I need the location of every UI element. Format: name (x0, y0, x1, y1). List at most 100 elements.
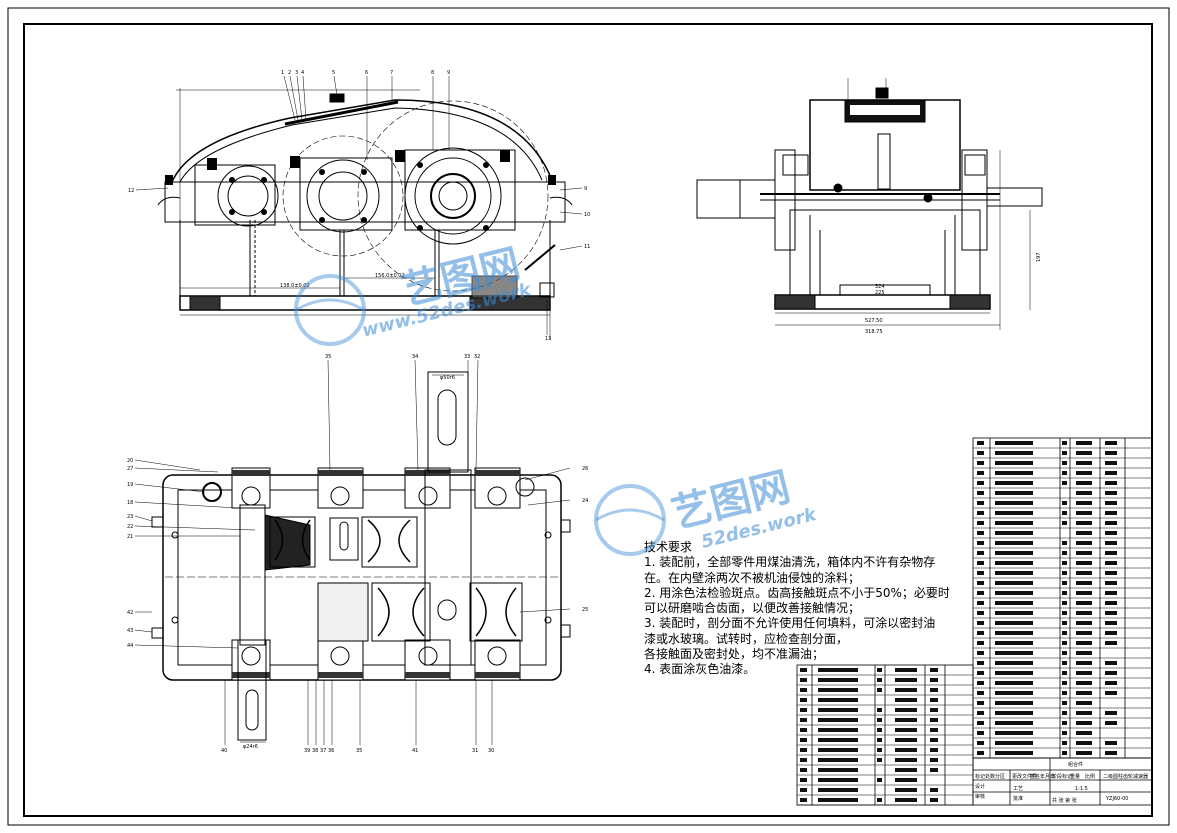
illegible-cell-mark (1076, 481, 1092, 485)
illegible-cell-mark (1076, 621, 1092, 625)
illegible-cell-mark (1062, 511, 1067, 515)
illegible-cell-mark (1105, 601, 1117, 605)
illegible-cell-mark (818, 738, 858, 742)
illegible-cell-mark (1105, 741, 1117, 745)
illegible-cell-mark (995, 581, 1033, 585)
illegible-cell-mark (995, 561, 1033, 565)
illegible-cell-mark (930, 798, 938, 802)
illegible-cell-mark (1076, 721, 1092, 725)
illegible-cell-mark (995, 671, 1033, 675)
illegible-cell-mark (995, 681, 1033, 685)
notes-line: 在。在内壁涂两次不被机油侵蚀的涂料； (644, 571, 979, 586)
svg-text:35: 35 (356, 748, 362, 754)
notes-line: 3. 装配时，剖分面不允许使用任何填料，可涂以密封油 (644, 616, 979, 631)
illegible-cell-mark (1105, 621, 1117, 625)
illegible-cell-mark (818, 748, 858, 752)
illegible-cell-mark (895, 688, 917, 692)
illegible-cell-mark (930, 738, 938, 742)
illegible-cell-mark (1076, 541, 1092, 545)
illegible-cell-mark (877, 738, 882, 742)
svg-text:19: 19 (127, 482, 133, 488)
notes-line: 各接触面及密封处，均不准漏油； (644, 647, 979, 662)
illegible-cell-mark (995, 701, 1033, 705)
svg-text:阶段标记: 阶段标记 (1052, 773, 1072, 780)
illegible-cell-mark (1105, 691, 1117, 695)
svg-text:签名: 签名 (1030, 773, 1040, 780)
illegible-cell-mark (977, 701, 984, 705)
illegible-cell-mark (977, 681, 984, 685)
illegible-cell-mark (977, 511, 984, 515)
illegible-cell-mark (1062, 561, 1067, 565)
illegible-cell-mark (930, 788, 938, 792)
title-block-texts: 组合件 二级圆柱齿轮减速器 1:1.5 YZJ60-00 标记 处数 分区 更改… (975, 761, 1148, 804)
illegible-cell-mark (930, 678, 938, 682)
illegible-cell-mark (1062, 591, 1067, 595)
illegible-cell-mark (1076, 531, 1092, 535)
illegible-cell-mark (800, 768, 807, 772)
illegible-cell-mark (895, 738, 917, 742)
title-block-drawing-no: YZJ60-00 (1105, 796, 1128, 802)
illegible-cell-mark (1076, 641, 1092, 645)
illegible-cell-mark (995, 551, 1033, 555)
illegible-cell-mark (1062, 711, 1067, 715)
illegible-cell-mark (1076, 661, 1092, 665)
illegible-cell-mark (930, 768, 938, 772)
plan-view (135, 360, 570, 745)
illegible-cell-mark (1076, 741, 1092, 745)
illegible-cell-mark (1076, 511, 1092, 515)
illegible-cell-mark (800, 738, 807, 742)
illegible-cell-mark (1062, 481, 1067, 485)
illegible-cell-mark (818, 778, 858, 782)
illegible-cell-mark (977, 491, 984, 495)
illegible-cell-mark (977, 531, 984, 535)
illegible-cell-mark (977, 501, 984, 505)
svg-text:35: 35 (325, 354, 331, 360)
illegible-cell-mark (1062, 661, 1067, 665)
illegible-cell-mark (995, 441, 1033, 445)
illegible-cell-mark (818, 698, 858, 702)
title-block-scale: 1:1.5 (1075, 786, 1088, 792)
svg-text:重量: 重量 (1070, 773, 1080, 780)
svg-text:6: 6 (365, 70, 368, 76)
illegible-cell-mark (1105, 611, 1117, 615)
svg-text:12: 12 (128, 188, 134, 194)
illegible-cell-mark (1105, 531, 1117, 535)
illegible-cell-mark (800, 698, 807, 702)
illegible-cell-mark (1076, 651, 1092, 655)
illegible-cell-mark (1076, 441, 1092, 445)
illegible-cell-mark (930, 708, 938, 712)
illegible-cell-mark (1062, 601, 1067, 605)
side-view (697, 78, 1042, 330)
illegible-cell-mark (1062, 701, 1067, 705)
svg-text:26: 26 (582, 466, 588, 472)
illegible-cell-mark (1062, 581, 1067, 585)
illegible-cell-mark (1105, 511, 1117, 515)
svg-text:分区: 分区 (995, 773, 1005, 780)
dim-side-inner-2: 225 (875, 290, 885, 296)
illegible-cell-mark (1062, 621, 1067, 625)
illegible-cell-mark (977, 751, 984, 755)
svg-text:处数: 处数 (985, 773, 995, 780)
illegible-cell-mark (995, 541, 1033, 545)
illegible-cell-mark (1105, 581, 1117, 585)
illegible-cell-mark (818, 728, 858, 732)
svg-text:43: 43 (127, 628, 133, 634)
illegible-cell-mark (877, 798, 882, 802)
illegible-cell-mark (1076, 691, 1092, 695)
illegible-cell-mark (930, 688, 938, 692)
svg-text:比例: 比例 (1085, 773, 1095, 780)
illegible-cell-mark (1062, 731, 1067, 735)
illegible-cell-mark (1105, 461, 1117, 465)
illegible-cell-mark (1105, 661, 1117, 665)
illegible-cell-mark (930, 758, 938, 762)
illegible-cell-mark (977, 461, 984, 465)
illegible-cell-mark (895, 798, 917, 802)
notes-line: 漆或水玻璃。试转时，应检查剖分面， (644, 632, 979, 647)
svg-text:33: 33 (464, 354, 470, 360)
illegible-cell-mark (977, 711, 984, 715)
illegible-cell-mark (1076, 471, 1092, 475)
svg-text:5: 5 (332, 70, 335, 76)
svg-text:共 张 第 张: 共 张 第 张 (1052, 797, 1077, 804)
illegible-cell-mark (877, 778, 882, 782)
svg-text:8: 8 (431, 70, 434, 76)
